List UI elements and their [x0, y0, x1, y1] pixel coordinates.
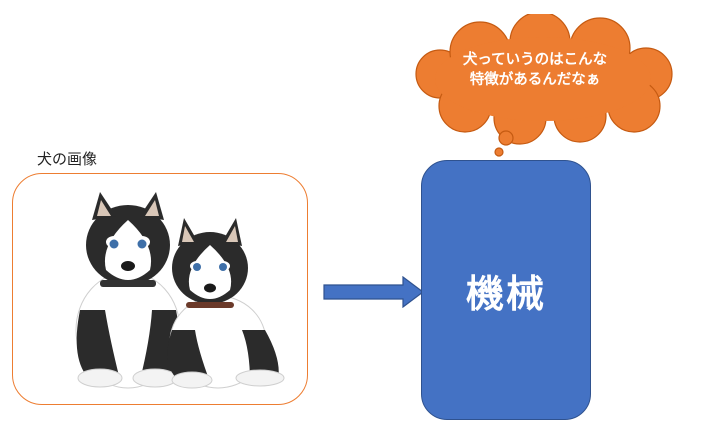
thought-line-2: 特徴があるんだなぁ: [469, 72, 601, 88]
thought-line-1: 犬っていうのはこんな: [462, 52, 608, 68]
machine-box: 機械: [421, 160, 591, 420]
thought-text: 犬っていうのはこんな 特徴があるんだなぁ: [430, 50, 640, 90]
husky-puppies-photo: [75, 192, 285, 389]
arrow-right-icon: [323, 276, 424, 308]
dog-image-caption: 犬の画像: [37, 150, 98, 168]
thought-bubble-icon: [415, 14, 673, 157]
machine-label: 機械: [465, 271, 546, 316]
